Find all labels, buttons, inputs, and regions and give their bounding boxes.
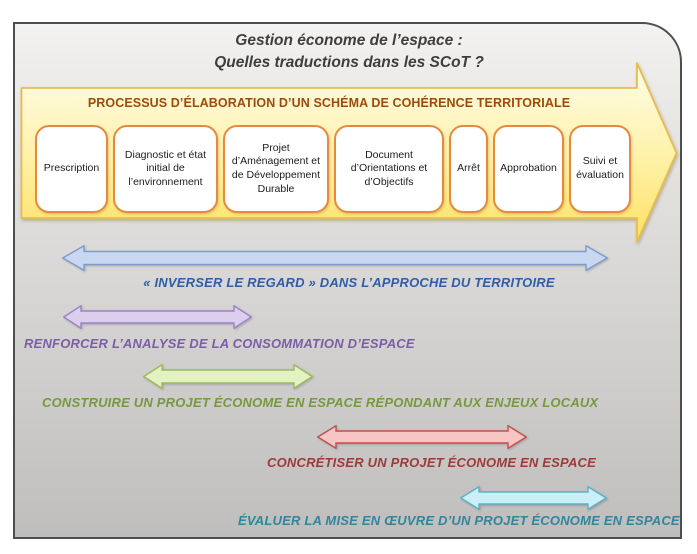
process-steps: Prescription Diagnostic et état initial … <box>35 125 631 213</box>
theme-label: CONCRÉTISER UN PROJET ÉCONOME EN ESPACE <box>267 455 596 470</box>
double-arrow-icon <box>317 425 527 449</box>
double-arrow-icon <box>460 486 607 510</box>
double-arrow-icon <box>62 245 608 271</box>
double-arrow-icon <box>143 364 313 389</box>
theme-label: RENFORCER L’ANALYSE DE LA CONSOMMATION D… <box>24 336 415 351</box>
process-step-approbation: Approbation <box>493 125 564 213</box>
process-step-doo: Document d’Orientations et d’Objectifs <box>334 125 444 213</box>
process-step-suivi: Suivi et évaluation <box>569 125 631 213</box>
slide-title-line2: Quelles traductions dans les SCoT ? <box>214 54 484 71</box>
theme-label: CONSTRUIRE UN PROJET ÉCONOME EN ESPACE R… <box>42 395 599 410</box>
theme-label: « INVERSER LE REGARD » DANS L’APPROCHE D… <box>143 275 555 290</box>
process-step-diagnostic: Diagnostic et état initial de l’environn… <box>113 125 218 213</box>
process-step-prescription: Prescription <box>35 125 108 213</box>
slide-title-line1: Gestion économe de l’espace : <box>235 32 463 49</box>
process-title: PROCESSUS D’ÉLABORATION D’UN SCHÉMA DE C… <box>87 96 571 110</box>
theme-label: ÉVALUER LA MISE EN ŒUVRE D’UN PROJET ÉCO… <box>238 513 680 528</box>
process-step-padd: Projet d’Aménagement et de Développement… <box>223 125 329 213</box>
process-step-arret: Arrêt <box>449 125 488 213</box>
slide-title: Gestion économe de l’espace : Quelles tr… <box>20 30 678 74</box>
double-arrow-icon <box>63 305 252 329</box>
